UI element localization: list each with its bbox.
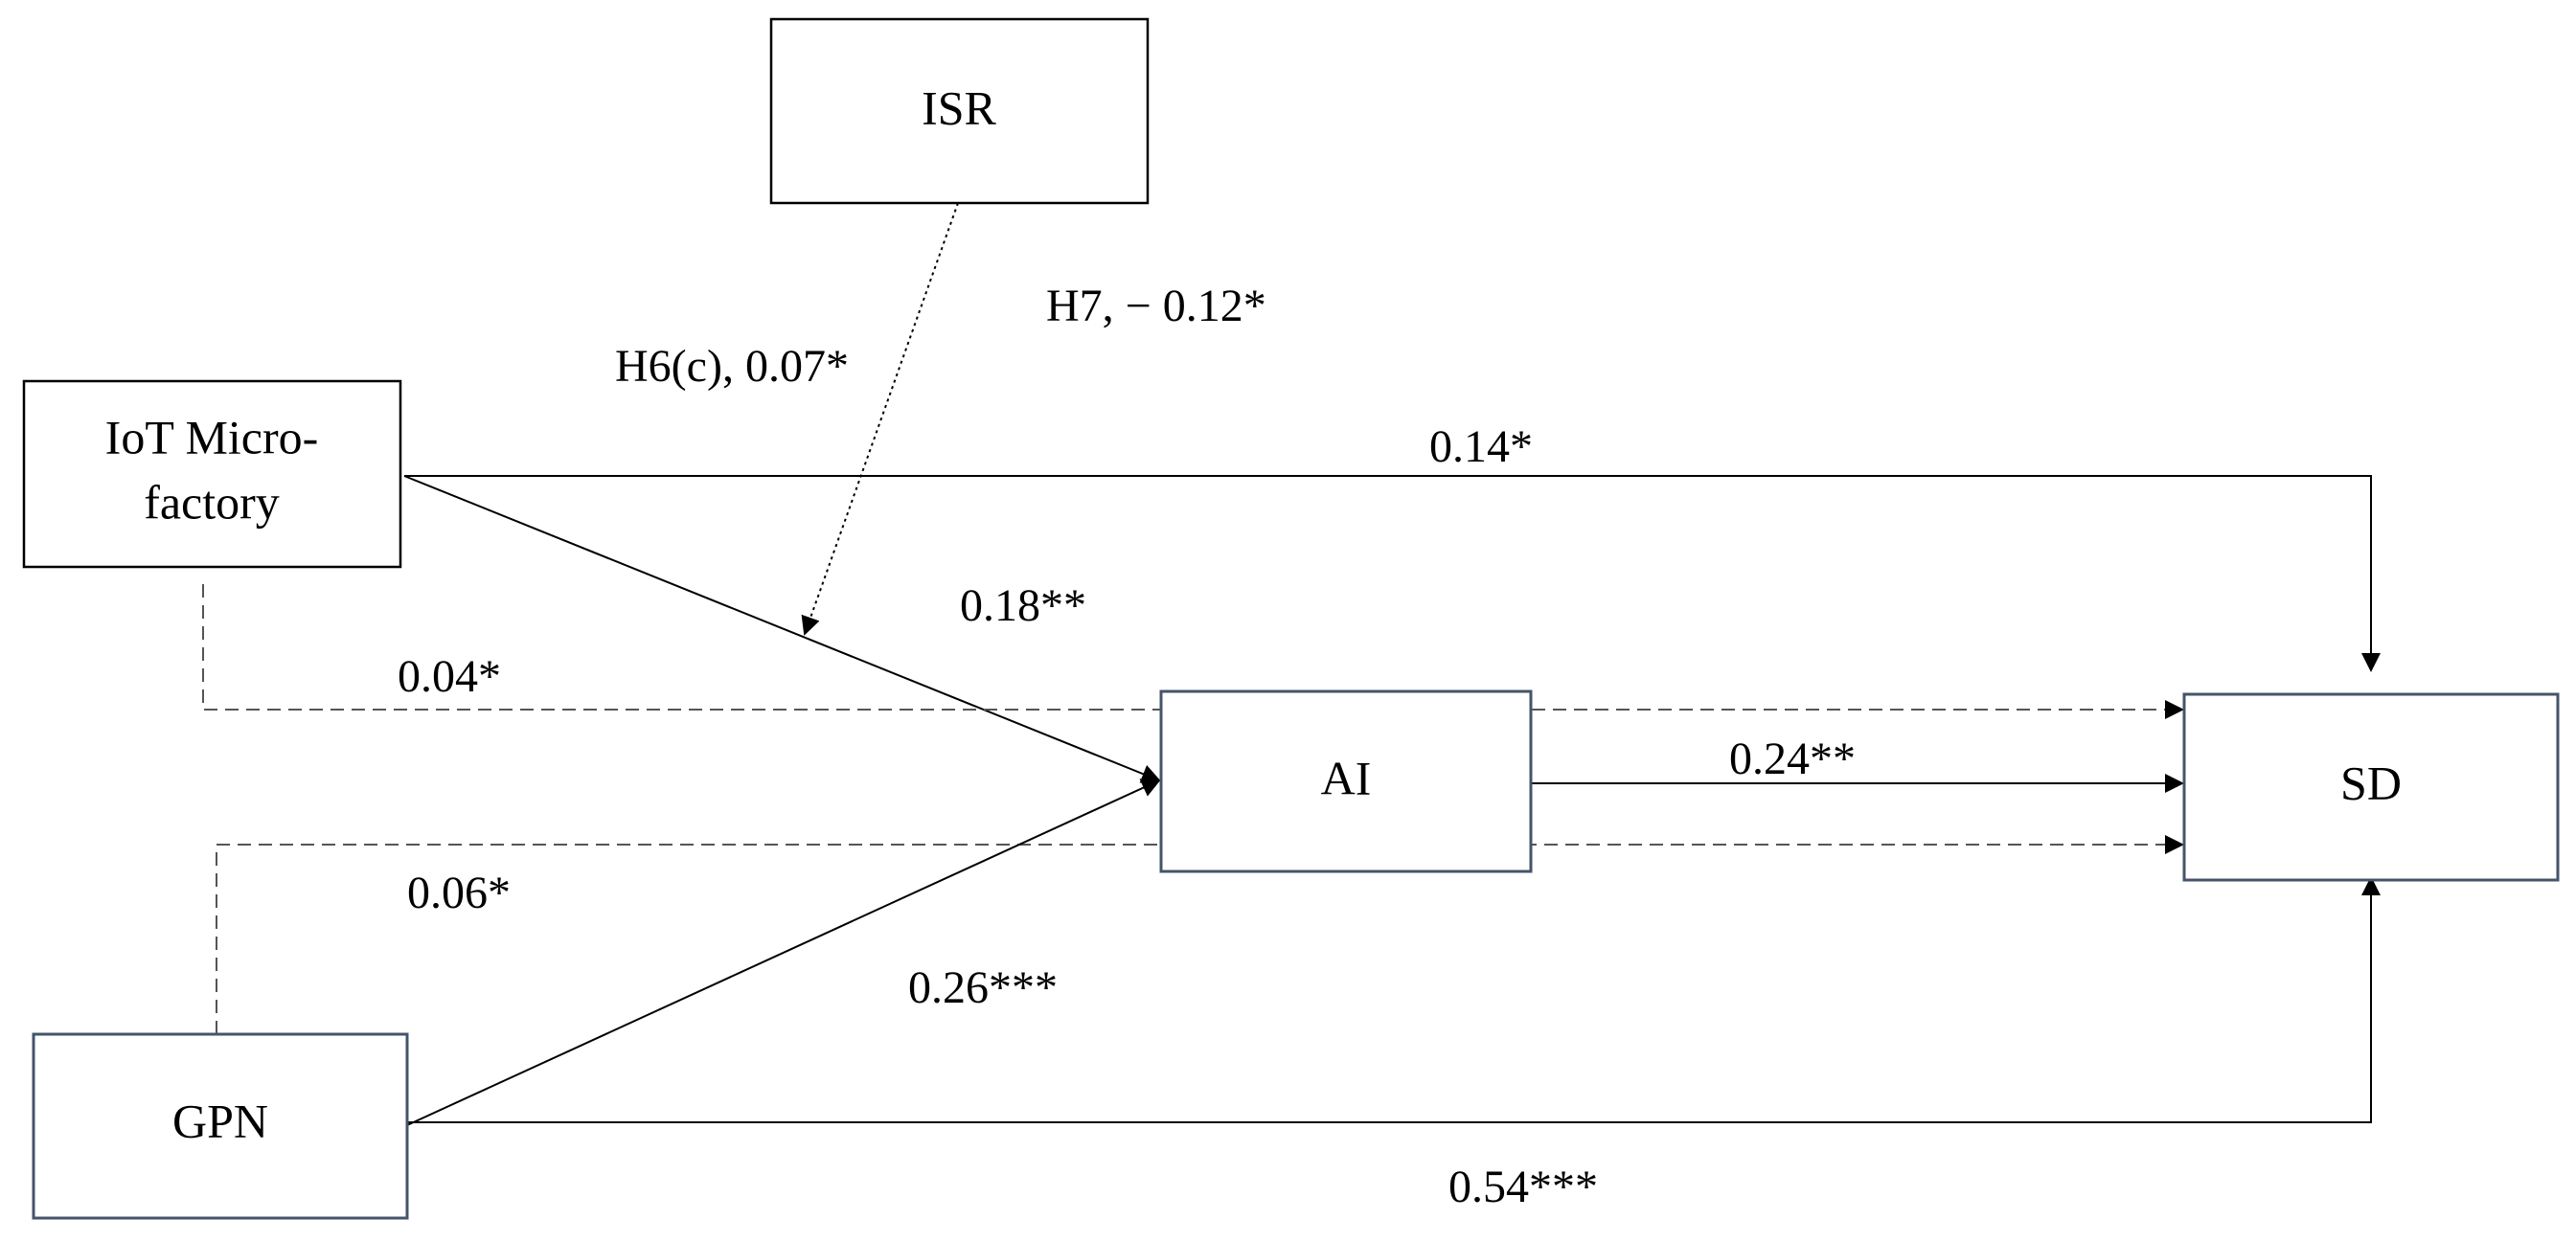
node-iot-label-line1: IoT Micro- xyxy=(105,410,319,463)
node-sd: SD xyxy=(2182,692,2560,882)
node-sd-label: SD xyxy=(2340,756,2402,809)
gpn-to-sd-path xyxy=(407,876,2381,1123)
label-iot-indirect: 0.04* xyxy=(398,651,501,702)
label-gpn-to-sd: 0.54*** xyxy=(1448,1162,1598,1212)
gpn-indirect-path xyxy=(216,835,2184,1034)
isr-moderation-path xyxy=(801,202,959,636)
iot-to-sd-path xyxy=(404,475,2381,672)
node-iot-micro-factory: IoT Micro- factory xyxy=(22,379,402,569)
label-gpn-indirect: 0.06* xyxy=(407,868,511,918)
gpn-to-ai-path xyxy=(406,779,1161,1126)
label-gpn-to-ai: 0.26*** xyxy=(908,962,1058,1013)
node-gpn-label: GPN xyxy=(172,1094,268,1147)
node-gpn: GPN xyxy=(32,1032,409,1220)
node-isr-label: ISR xyxy=(922,80,996,134)
label-iot-to-ai: 0.18** xyxy=(960,580,1086,631)
node-isr: ISR xyxy=(769,17,1150,205)
label-ai-to-sd: 0.24** xyxy=(1729,734,1856,784)
label-h7: H7, − 0.12* xyxy=(1046,281,1266,331)
node-iot-label-line2: factory xyxy=(144,475,280,529)
node-ai-label: AI xyxy=(1321,751,1372,804)
iot-to-ai-path xyxy=(403,475,1161,783)
node-ai: AI xyxy=(1159,689,1533,873)
label-isr-moderation: H6(c), 0.07* xyxy=(615,341,849,392)
label-iot-to-sd: 0.14* xyxy=(1429,421,1533,472)
